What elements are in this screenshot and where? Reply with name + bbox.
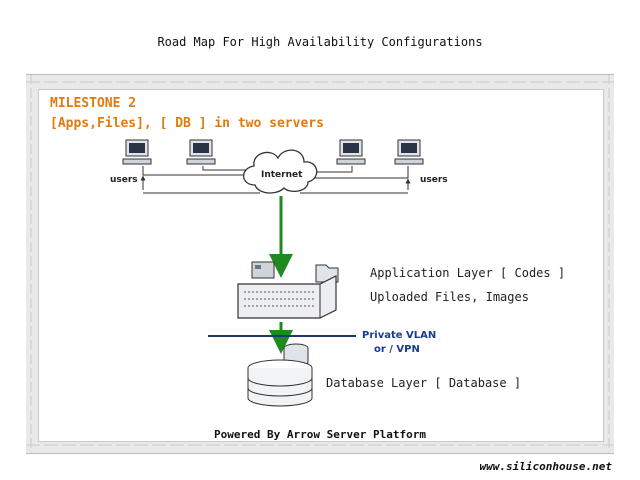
- page-title: Road Map For High Availability Configura…: [157, 35, 483, 49]
- milestone-heading: MILESTONE 2: [50, 96, 137, 111]
- users-right-label: users: [420, 175, 448, 185]
- milestone-subtitle: [Apps,Files], [ DB ] in two servers: [50, 116, 324, 131]
- frame-texture: [26, 74, 614, 452]
- user-connectors: [140, 166, 411, 194]
- app-layer-label: Application Layer [ Codes ]: [370, 266, 566, 280]
- internet-cloud-icon: [242, 149, 318, 194]
- vpn-label: or / VPN: [374, 344, 420, 355]
- computer-icon: [186, 139, 216, 165]
- internet-label: Internet: [261, 170, 303, 180]
- computer-icon: [122, 139, 152, 165]
- users-left-label: users: [110, 175, 138, 185]
- app-server-icon: [237, 261, 339, 319]
- footer-url[interactable]: www.siliconhouse.net: [479, 460, 612, 473]
- db-layer-label: Database Layer [ Database ]: [326, 376, 522, 390]
- computer-icon: [336, 139, 366, 165]
- uploaded-files-label: Uploaded Files, Images: [370, 290, 529, 304]
- private-vlan-label: Private VLAN: [362, 330, 437, 341]
- database-icon: [247, 343, 313, 407]
- computer-icon: [394, 139, 424, 165]
- powered-by-label: Powered By Arrow Server Platform: [214, 428, 426, 441]
